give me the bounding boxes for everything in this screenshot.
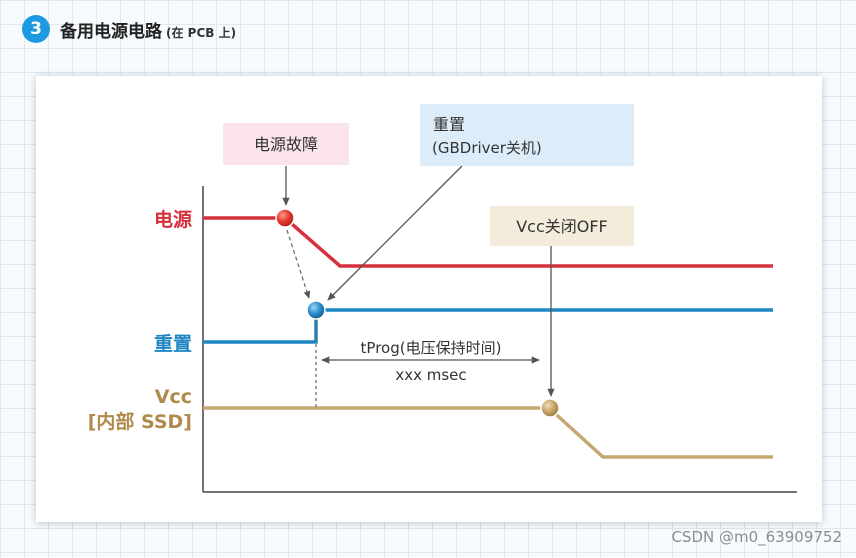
reset-callout-arrow [327, 165, 463, 301]
vcc-signal-line [203, 406, 773, 459]
msec-label: xxx msec [395, 366, 466, 384]
title-text: 备用电源电路 [60, 21, 162, 42]
reset-callout-line2: (GBDriver关机) [432, 139, 542, 157]
cause-dashed-arrow [286, 229, 311, 299]
power-failure-box [223, 123, 349, 165]
reset-callout-box [420, 104, 634, 166]
row-label-reset: 重置 [154, 333, 192, 355]
power-failure-dot [275, 208, 295, 228]
tprog-label: tProg(电压保持时间) [361, 339, 502, 357]
power-failure-label: 电源故障 [254, 135, 318, 154]
row-label-vcc-ssd: [内部 SSD] [88, 410, 192, 433]
section-subtitle: (在 PCB 上) [166, 25, 237, 40]
power-signal-line [203, 216, 773, 268]
reset-callout-line1: 重置 [433, 115, 465, 134]
section-header: 3 备用电源电路 (在 PCB 上) [22, 14, 236, 44]
section-title: 备用电源电路 (在 PCB 上) [60, 17, 236, 42]
reset-dot [306, 300, 326, 320]
vcc-off-dot [540, 398, 560, 418]
step-badge: 3 [22, 15, 50, 43]
row-label-vcc: Vcc [155, 386, 192, 408]
vcc-off-box [490, 206, 634, 246]
vcc-off-label: Vcc关闭OFF [516, 217, 608, 236]
watermark: CSDN @m0_63909752 [671, 528, 842, 546]
reset-signal-line [203, 308, 773, 344]
row-label-power: 电源 [154, 208, 192, 231]
